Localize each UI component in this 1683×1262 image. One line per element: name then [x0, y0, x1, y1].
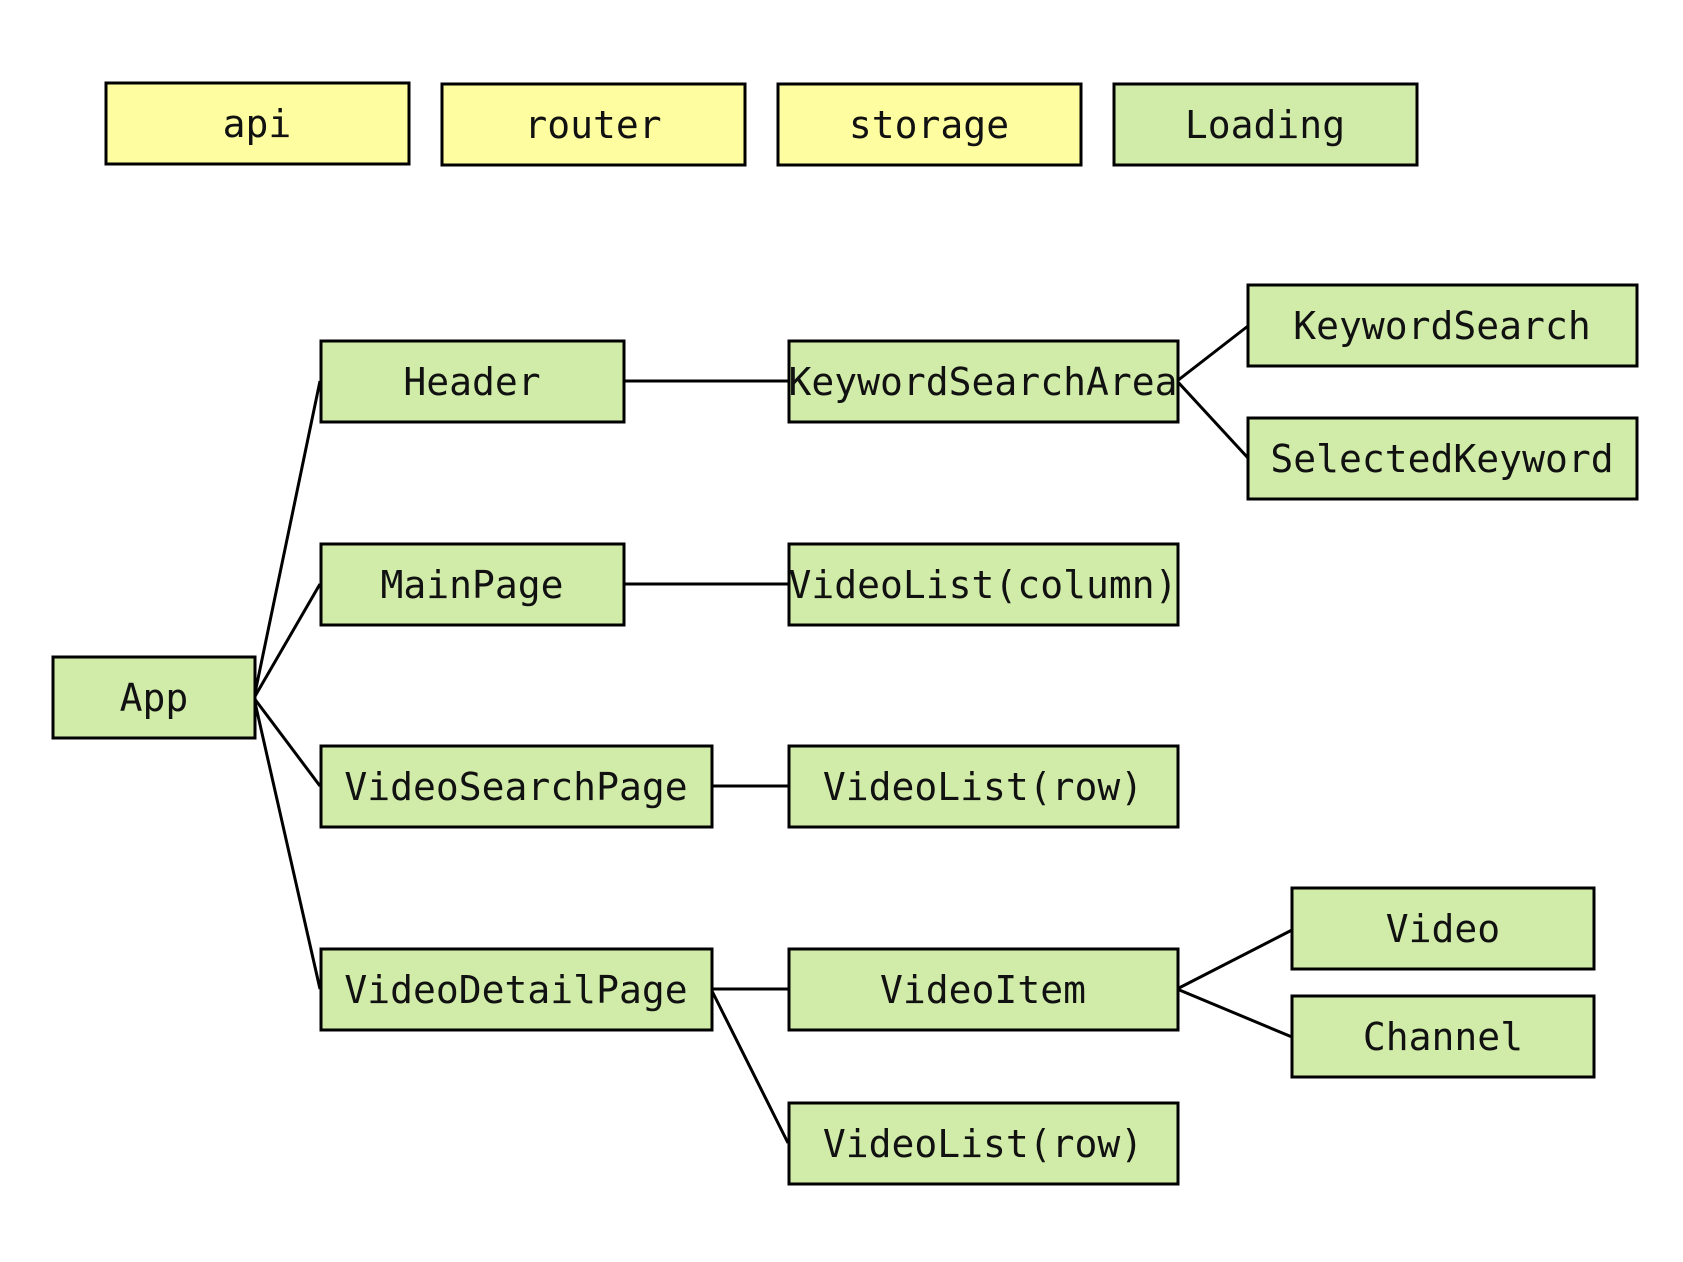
node-api-box [104, 81, 411, 166]
edge-app-videodetailpage [252, 697, 322, 990]
node-video-label: Video [1386, 907, 1500, 951]
node-videolist-row-search-label: VideoList(row) [823, 765, 1143, 809]
edge-app-videosearchpage [252, 697, 322, 787]
node-loading: Loading [1112, 82, 1419, 167]
node-app: App [51, 655, 257, 740]
node-router: router [440, 82, 747, 167]
node-videolist-row-search-box [787, 744, 1180, 829]
node-keywordsearcharea: KeywordSearchArea [787, 339, 1180, 424]
node-videosearchpage: VideoSearchPage [319, 744, 714, 829]
node-videoitem-box [787, 947, 1180, 1032]
edge-videoitem-channel [1176, 987, 1293, 1039]
node-channel-box [1290, 994, 1596, 1079]
node-mainpage-label: MainPage [380, 563, 563, 607]
node-videolist-column-label: VideoList(column) [789, 563, 1178, 607]
node-videolist-row-detail-box [787, 1101, 1180, 1186]
edge-videoitem-video [1176, 928, 1293, 991]
node-selectedkeyword-label: SelectedKeyword [1270, 437, 1613, 481]
node-channel: Channel [1290, 994, 1596, 1079]
node-keywordsearch: KeywordSearch [1246, 283, 1639, 368]
node-api: api [104, 81, 411, 166]
node-videolist-column-box [787, 542, 1180, 627]
node-video-box [1290, 886, 1596, 971]
node-header-label: Header [403, 360, 540, 404]
node-videodetailpage: VideoDetailPage [319, 947, 714, 1032]
node-keywordsearch-box [1246, 283, 1639, 368]
node-api-label: api [223, 102, 292, 146]
node-app-box [51, 655, 257, 740]
node-storage-label: storage [849, 103, 1009, 147]
node-keywordsearcharea-label: KeywordSearchArea [789, 360, 1178, 404]
node-videosearchpage-box [319, 744, 714, 829]
node-videoitem: VideoItem [787, 947, 1180, 1032]
node-videolist-column: VideoList(column) [787, 542, 1180, 627]
node-router-label: router [524, 103, 661, 147]
node-app-label: App [120, 676, 189, 720]
node-header-box [319, 339, 626, 424]
edge-videodetailpage-videolist-row [709, 988, 790, 1144]
node-channel-label: Channel [1363, 1015, 1523, 1059]
node-videodetailpage-label: VideoDetailPage [344, 968, 687, 1012]
node-router-box [440, 82, 747, 167]
node-videoitem-label: VideoItem [880, 968, 1086, 1012]
node-mainpage-box [319, 542, 626, 627]
node-keywordsearcharea-box [787, 339, 1180, 424]
node-videolist-row-search: VideoList(row) [787, 744, 1180, 829]
connectors [252, 324, 1293, 1144]
node-videosearchpage-label: VideoSearchPage [344, 765, 687, 809]
node-video: Video [1290, 886, 1596, 971]
edge-app-header [252, 380, 322, 699]
node-videolist-row-detail-label: VideoList(row) [823, 1122, 1143, 1166]
node-videolist-row-detail: VideoList(row) [787, 1101, 1180, 1186]
node-storage-box [776, 82, 1083, 167]
node-videodetailpage-box [319, 947, 714, 1032]
node-selectedkeyword-box [1246, 416, 1639, 501]
edge-keywordsearcharea-selectedkeyword [1175, 379, 1250, 460]
node-selectedkeyword: SelectedKeyword [1246, 416, 1639, 501]
edge-keywordsearcharea-keywordsearch [1176, 324, 1249, 383]
node-loading-box [1112, 82, 1419, 167]
node-loading-label: Loading [1185, 103, 1345, 147]
node-storage: storage [776, 82, 1083, 167]
node-mainpage: MainPage [319, 542, 626, 627]
edge-app-mainpage [252, 583, 322, 699]
node-header: Header [319, 339, 626, 424]
node-keywordsearch-label: KeywordSearch [1293, 304, 1590, 348]
